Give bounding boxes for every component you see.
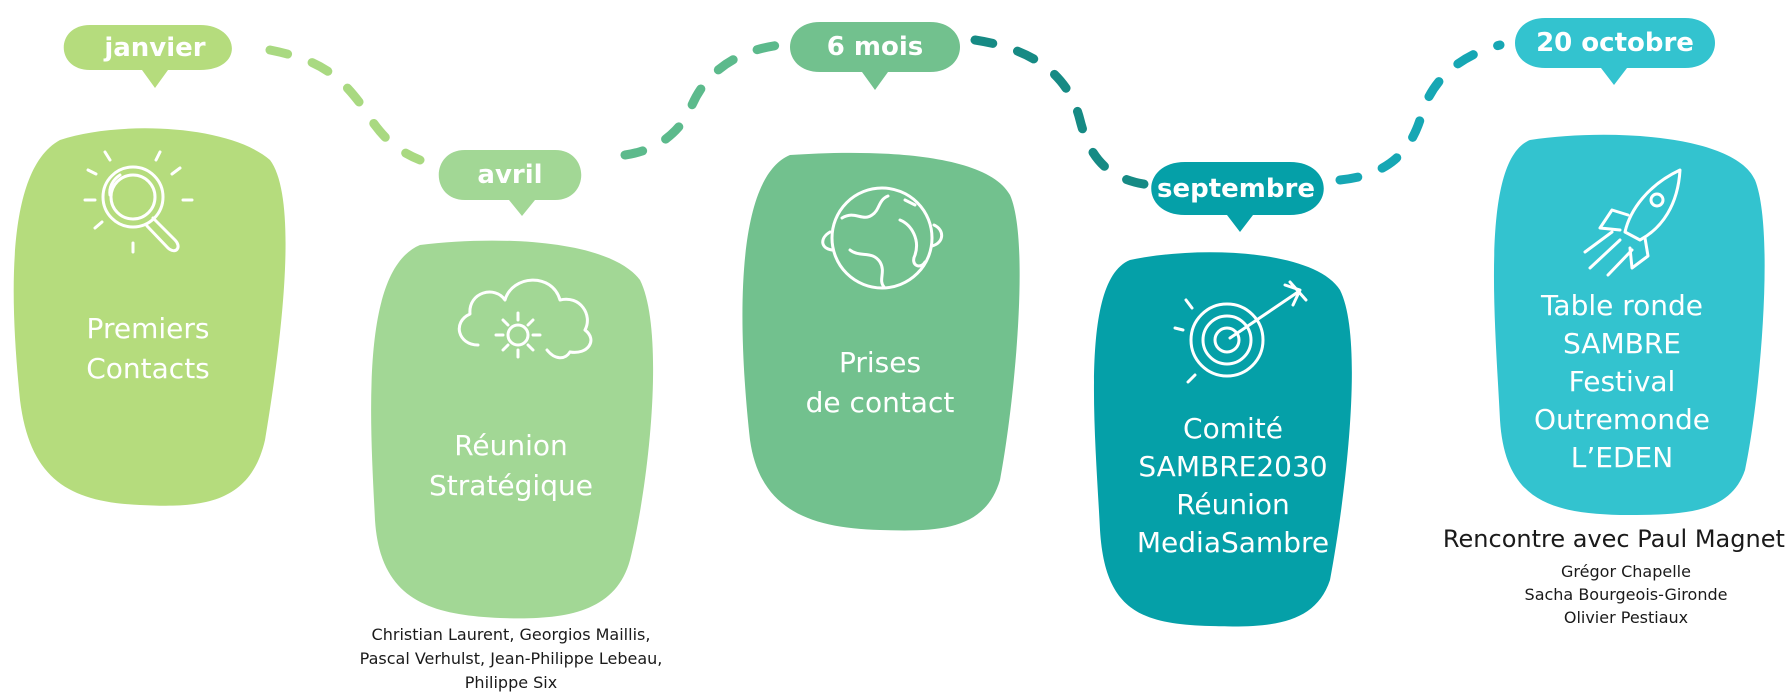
stage-note: Pascal Verhulst, Jean-Philippe Lebeau, (360, 649, 663, 668)
connector-septembre-octobre (1335, 40, 1505, 185)
target-icon (1173, 280, 1308, 384)
stage-septembre: septembre Comité SAMBRE2030 Réunion Medi… (1093, 162, 1352, 627)
stage-line: Premiers (87, 312, 210, 345)
stage-janvier: janvier Premiers Contacts (13, 25, 286, 506)
stage-label: 20 octobre (1536, 28, 1694, 58)
stage-label-bubble (1515, 18, 1715, 85)
stage-line: MediaSambre (1137, 526, 1329, 559)
stage-6mois: 6 mois Prises de contact (742, 22, 1020, 531)
stage-card (1093, 252, 1352, 627)
stage-line: L’EDEN (1571, 441, 1673, 474)
globe-icon (821, 186, 944, 290)
stage-note: Christian Laurent, Georgios Maillis, (372, 625, 651, 644)
stage-line: Table ronde (1540, 289, 1703, 322)
stage-note: Philippe Six (465, 673, 557, 692)
stage-note: Grégor Chapelle (1561, 562, 1691, 581)
stage-label: avril (477, 160, 542, 190)
stage-label-bubble (790, 22, 960, 90)
stage-note: Olivier Pestiaux (1564, 608, 1688, 627)
stage-note: Sacha Bourgeois-Gironde (1525, 585, 1728, 604)
magnifier-icon (83, 150, 194, 254)
stage-line: SAMBRE (1563, 327, 1681, 360)
stage-avril: avril Réunion Stratégique Christian Laur… (360, 150, 663, 692)
stage-label: septembre (1157, 174, 1315, 204)
stage-label: 6 mois (827, 32, 923, 62)
stage-card (13, 128, 286, 506)
rocket-icon (1583, 168, 1682, 277)
stage-card (371, 240, 654, 619)
stage-line: Outremonde (1534, 403, 1710, 436)
connector-avril-6mois (620, 40, 785, 160)
timeline-dashed-path (265, 35, 1505, 190)
stage-line: Festival (1569, 365, 1676, 398)
stage-label-bubble (63, 25, 232, 88)
stage-line: Stratégique (429, 469, 593, 502)
stage-line: SAMBRE2030 (1138, 450, 1327, 483)
stage-20octobre: 20 octobre Table ronde SAMBRE Festival O… (1443, 18, 1785, 627)
stage-label: janvier (103, 33, 205, 63)
stage-card (1493, 134, 1765, 516)
stage-heading: Rencontre avec Paul Magnette (1443, 525, 1785, 553)
stage-line: de contact (806, 386, 955, 419)
stage-label-bubble (438, 150, 582, 216)
stage-line: Contacts (86, 352, 210, 385)
connector-6mois-septembre (970, 35, 1155, 190)
stage-line: Comité (1183, 412, 1283, 445)
stage-label-bubble (1151, 162, 1324, 232)
stage-line: Réunion (454, 429, 568, 462)
cloud-gear-icon (457, 278, 593, 360)
stage-card (742, 152, 1020, 531)
stage-line: Prises (839, 346, 921, 379)
stage-line: Réunion (1176, 488, 1290, 521)
connector-janvier-avril (265, 45, 425, 165)
